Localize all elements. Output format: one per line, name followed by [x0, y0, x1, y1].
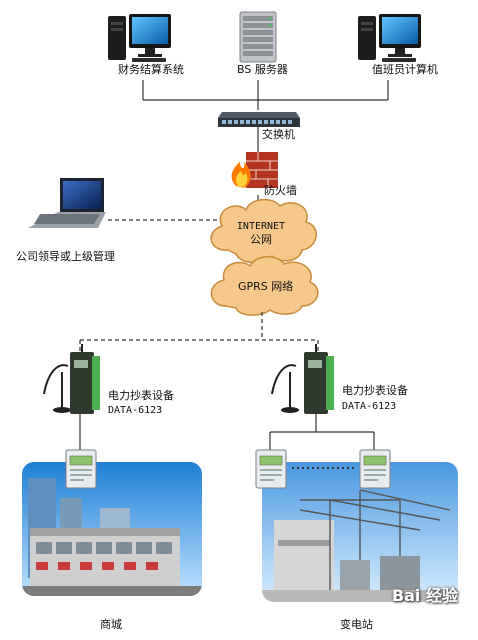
- firewall-icon: [231, 152, 278, 188]
- substation-label: 变电站: [340, 618, 373, 631]
- mall-label: 商城: [100, 618, 122, 631]
- finance-computer-icon: [108, 14, 171, 62]
- bs-server-icon: [239, 11, 277, 63]
- duty-computer-icon: [358, 14, 421, 62]
- device-left-title: 电力抄表设备: [108, 389, 174, 402]
- substation-photo: [262, 462, 458, 602]
- internet-cloud: [210, 198, 317, 264]
- mall-photo: [22, 462, 202, 596]
- laptop-icon: [28, 178, 106, 228]
- duty-computer-label: 值班员计算机: [372, 63, 438, 76]
- switch-icon: [218, 112, 300, 127]
- device-left-model: DATA-6123: [108, 405, 163, 416]
- meter-left-icon: [65, 449, 97, 489]
- switch-label: 交换机: [262, 128, 295, 141]
- meter-wires: [79, 414, 375, 452]
- device-right-title: 电力抄表设备: [342, 384, 408, 397]
- bs-server-label: BS 服务器: [237, 63, 288, 76]
- public-network-label: 公网: [250, 233, 272, 246]
- internet-label: INTERNET: [236, 221, 286, 232]
- data-6123-device-left-icon: [70, 344, 100, 414]
- antenna-left-icon: [43, 364, 71, 413]
- device-right-model: DATA-6123: [342, 401, 397, 412]
- company-leader-label: 公司领导或上级管理: [16, 250, 115, 263]
- meter-right-b-icon: [359, 449, 391, 489]
- data-6123-device-right-icon: [304, 344, 334, 414]
- meter-right-a-icon: [255, 449, 287, 489]
- gprs-network-label: GPRS 网络: [238, 280, 294, 293]
- gprs-cloud: [210, 256, 319, 316]
- antenna-right-icon: [271, 364, 299, 413]
- gprs-distribution-dashed: [79, 312, 319, 355]
- firewall-label: 防火墙: [264, 184, 297, 197]
- finance-system-label: 财务结算系统: [118, 63, 184, 76]
- watermark: Bai 经验: [391, 586, 458, 605]
